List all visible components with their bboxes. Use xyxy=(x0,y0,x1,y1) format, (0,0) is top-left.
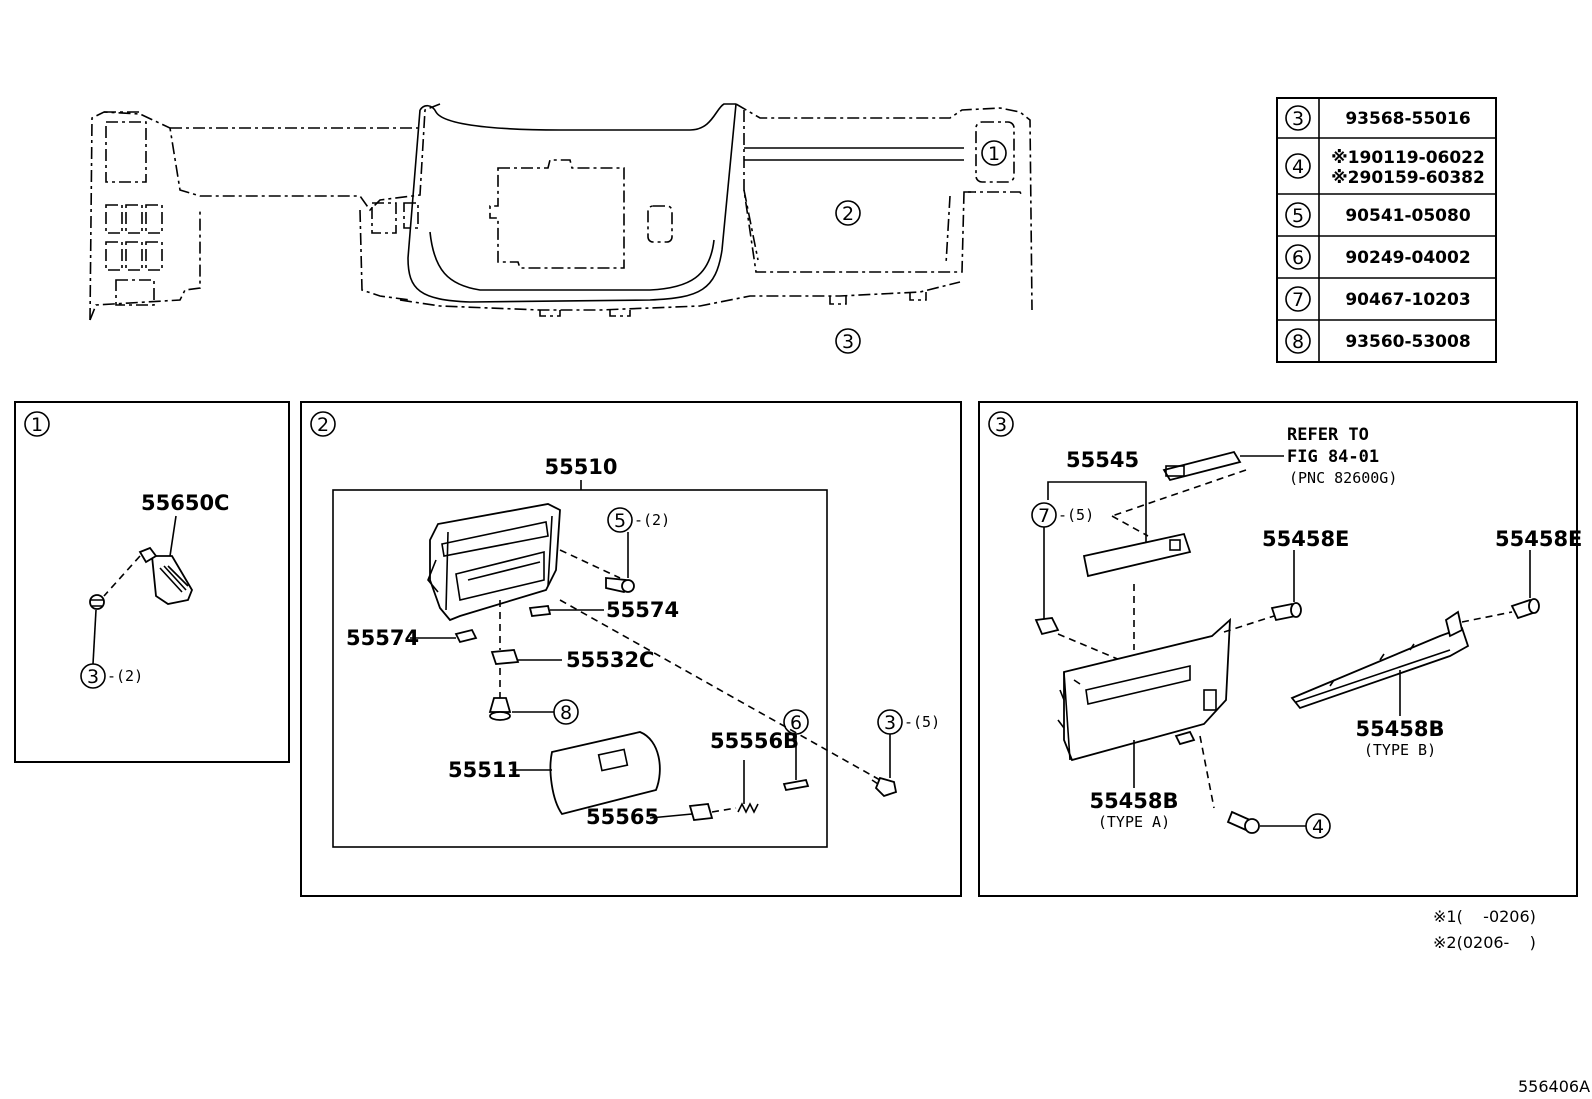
glove-box-door-55511 xyxy=(549,731,661,816)
type-b-label: (TYPE B) xyxy=(1364,741,1436,759)
detail-panel-1: 1 55650C 3 -(2) xyxy=(14,401,290,763)
part-number-table: 3 93568-55016 4 ※190119-06022 ※290159-60… xyxy=(1276,97,1497,363)
table-key-7: 7 xyxy=(1292,289,1304,311)
table-key-3: 3 xyxy=(1292,108,1304,130)
table-value-8: 93560-53008 xyxy=(1345,332,1470,352)
callout-3-panel2: 3 xyxy=(884,712,896,734)
callout-3-panel1: 3 xyxy=(87,666,99,688)
callout-4: 4 xyxy=(1312,816,1324,838)
clip-3-panel2 xyxy=(871,776,898,798)
trim-panel-55545 xyxy=(1082,532,1192,578)
table-value-5: 90541-05080 xyxy=(1345,206,1471,226)
type-a-label: (TYPE A) xyxy=(1098,813,1170,831)
figure-id: 556406A xyxy=(1518,1077,1590,1096)
table-key-5: 5 xyxy=(1292,205,1304,227)
detail-panel-3: 3 REFER TO FIG 84-01 (PNC 82600G) 55545 … xyxy=(978,401,1582,897)
clip-3-panel1 xyxy=(89,594,105,610)
part-55510-label: 55510 xyxy=(544,455,617,479)
table-value-7: 90467-10203 xyxy=(1345,290,1470,310)
detail-panel-2: 2 55510 5 -(2) 55574 55574 xyxy=(300,401,962,897)
screw-5 xyxy=(605,577,635,593)
footnote-2: ※2(0206- ) xyxy=(1433,933,1536,952)
part-55565-label: 55565 xyxy=(586,805,659,829)
callout-5: 5 xyxy=(614,510,626,532)
part-55458B-b-label: 55458B xyxy=(1355,717,1444,741)
part-55545-label: 55545 xyxy=(1066,448,1139,472)
lower-panel-55458B-type-a xyxy=(1057,617,1232,762)
table-key-6: 6 xyxy=(1292,247,1304,269)
callout-8: 8 xyxy=(560,702,572,724)
clip-8 xyxy=(488,697,512,721)
part-55511-label: 55511 xyxy=(448,758,521,782)
table-key-8: 8 xyxy=(1292,331,1304,353)
table-value-6: 90249-04002 xyxy=(1345,248,1470,268)
part-55458B-a-label: 55458B xyxy=(1089,789,1178,813)
callout-6: 6 xyxy=(790,712,802,734)
part-55650C-label: 55650C xyxy=(141,491,229,515)
callout-2-overview: 2 xyxy=(842,203,854,225)
refer-line-3: (PNC 82600G) xyxy=(1289,469,1397,487)
part-55458E-b-label: 55458E xyxy=(1495,527,1582,551)
panel2-qty-5: -(2) xyxy=(634,511,670,529)
refer-line-1: REFER TO xyxy=(1287,425,1369,445)
table-value-4b: ※290159-60382 xyxy=(1331,168,1485,188)
table-key-4: 4 xyxy=(1292,156,1304,178)
callout-7: 7 xyxy=(1038,505,1050,527)
callout-1-overview: 1 xyxy=(988,143,1000,165)
glove-box-housing-55510 xyxy=(427,503,561,622)
instrument-panel-overview: 1 2 3 xyxy=(89,103,1033,354)
refer-line-2: FIG 84-01 xyxy=(1287,447,1379,467)
bolt-4 xyxy=(1226,810,1260,834)
panel3-qty-7: -(5) xyxy=(1058,506,1094,524)
vent-part-55650C xyxy=(138,546,193,605)
panel-1-index: 1 xyxy=(31,414,43,436)
panel-3-index: 3 xyxy=(995,414,1007,436)
callout-3-overview: 3 xyxy=(842,331,854,353)
part-55458E-a-label: 55458E xyxy=(1262,527,1349,551)
footnote-1: ※1( -0206) xyxy=(1433,907,1536,926)
panel-2-index: 2 xyxy=(317,414,329,436)
table-value-3: 93568-55016 xyxy=(1345,109,1470,129)
panel2-qty-3: -(5) xyxy=(904,713,940,731)
part-55574-b-label: 55574 xyxy=(606,598,679,622)
lower-bar-55458B-type-b xyxy=(1290,610,1470,710)
panel1-qty-3: -(2) xyxy=(107,667,143,685)
part-55574-a-label: 55574 xyxy=(346,626,419,650)
part-55556B-label: 55556B xyxy=(710,729,799,753)
part-55532C-label: 55532C xyxy=(566,648,654,672)
table-value-4a: ※190119-06022 xyxy=(1331,148,1485,168)
